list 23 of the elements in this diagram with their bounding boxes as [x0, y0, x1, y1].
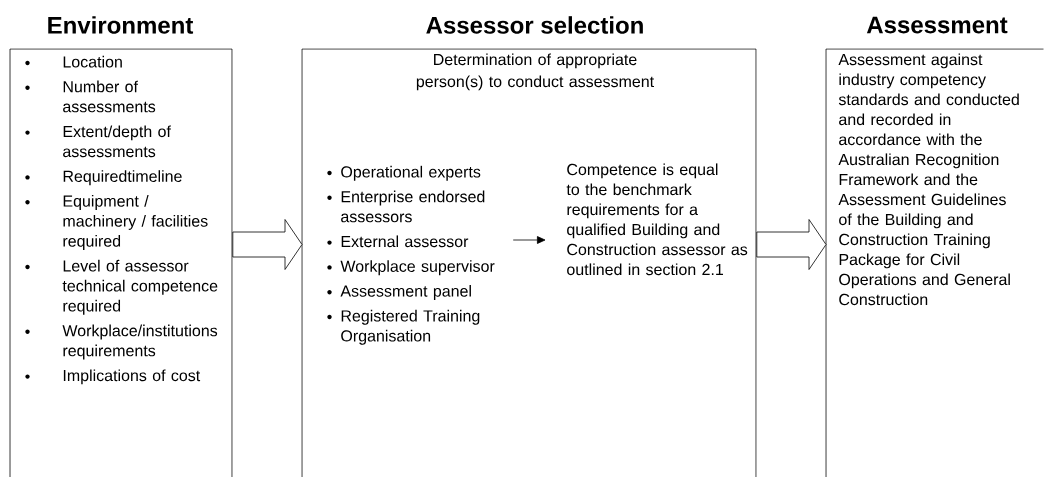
- arrow: [512, 236, 546, 244]
- bullet-item: Workplace supervisor: [327, 260, 495, 276]
- bullet-item: Implications of cost: [25, 369, 201, 385]
- bullet-item: Registered Training Organisation: [327, 309, 480, 345]
- bullet-item: Enterprise endorsed assessors: [327, 190, 485, 223]
- body-text: Determination of appropriate person(s) to conduct assessment: [416, 53, 654, 91]
- bullet-item: Level of assessor technical competence required: [25, 259, 218, 315]
- bullet-item: Assessment panel: [327, 285, 471, 300]
- body-text: Assessment against industry competency standards and conducted and recorded in accordance with the Australian Recognition Framework and the Assessment Guidelines of the Building and Construction Training Package for Civil Operations and General Construction: [838, 53, 1019, 306]
- bullet-item: External assessor: [327, 235, 469, 248]
- panel-heading: Assessment: [866, 16, 1008, 34]
- block-arrow: [756, 219, 827, 270]
- panel-heading: Assessor selection: [426, 16, 643, 34]
- bullet-item: Number of assessments: [25, 80, 156, 113]
- bullet-item: Requiredtimeline: [25, 170, 182, 186]
- panel-heading: Environment: [48, 16, 194, 34]
- bullet-item: Operational experts: [327, 165, 481, 181]
- bullet-item: Location: [25, 55, 122, 68]
- block-arrow: [232, 219, 303, 270]
- body-text: Competence is equal to the benchmark requirements for a qualified Building and Construction assessor as outlined in section 2.1: [566, 163, 748, 276]
- bullet-item: Extent/depth of assessments: [25, 125, 171, 158]
- bullet-item: Workplace/institutions requirements: [25, 324, 218, 360]
- bullet-item: Equipment / machinery / facilities required: [25, 195, 208, 250]
